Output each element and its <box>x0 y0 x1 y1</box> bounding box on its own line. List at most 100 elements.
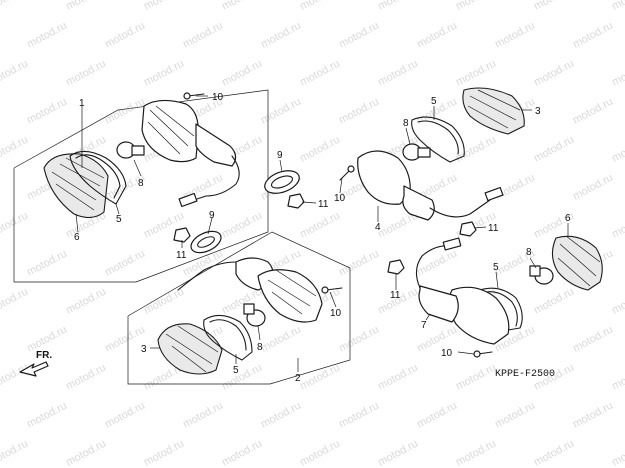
front-direction-arrow <box>19 361 49 377</box>
watermark-text: motod.ru <box>415 248 459 279</box>
watermark-text: motod.ru <box>493 400 537 431</box>
watermark-text: motod.ru <box>337 400 381 431</box>
leader-lines <box>75 95 569 372</box>
watermark-text: motod.ru <box>0 0 30 13</box>
watermark-text: motod.ru <box>142 0 186 13</box>
direction-label: FR. <box>36 350 52 361</box>
housing-7-lower-right <box>415 237 510 345</box>
watermark-text: motod.ru <box>376 58 420 89</box>
watermark-text: motod.ru <box>571 20 615 51</box>
grommet-9-middle <box>190 230 222 254</box>
callout-5-a: 5 <box>116 214 122 225</box>
screw-10-lower-right <box>473 350 493 358</box>
watermark-text: motod.ru <box>25 400 69 431</box>
callout-5-b: 5 <box>233 365 239 376</box>
gasket-5-lower-left <box>203 314 253 361</box>
watermark-text: motod.ru <box>220 58 264 89</box>
watermark-text: motod.ru <box>298 438 342 468</box>
watermark-text: motod.ru <box>532 438 576 468</box>
watermark-text: motod.ru <box>64 438 108 468</box>
watermark-text: motod.ru <box>142 438 186 468</box>
watermark-text: motod.ru <box>454 362 498 393</box>
gasket-5-upper-right <box>411 116 465 163</box>
callout-2: 2 <box>295 373 301 384</box>
watermark-text: motod.ru <box>142 58 186 89</box>
callout-8-a: 8 <box>138 178 144 189</box>
lens-3-upper-right <box>462 87 525 135</box>
callout-labels: 1 10 8 5 6 9 11 9 11 10 8 3 5 2 5 3 8 10… <box>74 92 571 384</box>
watermark-text: motod.ru <box>220 0 264 13</box>
watermark-text: motod.ru <box>415 400 459 431</box>
watermark-text: motod.ru <box>64 0 108 13</box>
grommet-9-upper <box>264 170 300 194</box>
callout-9-b: 9 <box>209 210 215 221</box>
watermark-text: motod.ru <box>64 58 108 89</box>
housing-upper-left <box>141 99 240 208</box>
watermark-text: motod.ru <box>610 210 625 241</box>
bulb-8-upper-right <box>402 143 431 161</box>
gasket-5-upper-left <box>69 150 127 205</box>
watermark-text: motod.ru <box>415 96 459 127</box>
watermark-text: motod.ru <box>220 438 264 468</box>
watermark-text: motod.ru <box>181 20 225 51</box>
watermark-text: motod.ru <box>532 134 576 165</box>
watermark-text: motod.ru <box>454 58 498 89</box>
bulb-8-lower-left <box>243 303 266 327</box>
screw-10-lower-left <box>321 286 343 294</box>
watermark-text: motod.ru <box>610 58 625 89</box>
watermark-text: motod.ru <box>337 248 381 279</box>
watermark-text: motod.ru <box>298 58 342 89</box>
watermark-text: motod.ru <box>571 172 615 203</box>
callout-11-c: 11 <box>488 223 499 234</box>
watermark-text: motod.ru <box>259 400 303 431</box>
watermark-text: motod.ru <box>376 362 420 393</box>
nut-11-upper <box>287 193 305 209</box>
housing-lower-left <box>177 257 323 323</box>
watermark-text: motod.ru <box>571 324 615 355</box>
watermark-text: motod.ru <box>610 134 625 165</box>
callout-8-c: 8 <box>403 118 409 129</box>
bulb-8-upper-left <box>116 141 145 159</box>
screw-10-upper-left <box>183 92 205 100</box>
callout-1: 1 <box>79 98 85 109</box>
watermark-text: motod.ru <box>532 58 576 89</box>
watermark-text: motod.ru <box>376 0 420 13</box>
watermark-text: motod.ru <box>142 286 186 317</box>
watermark-text: motod.ru <box>103 400 147 431</box>
lens-6-upper-left <box>43 153 109 219</box>
watermark-text: motod.ru <box>337 324 381 355</box>
callout-3-a: 3 <box>141 344 147 355</box>
watermark-text: motod.ru <box>493 20 537 51</box>
housing-4-upper-right <box>357 150 504 221</box>
lens-6-lower-right <box>551 235 603 291</box>
nut-11-middle <box>173 227 191 243</box>
watermark-text: motod.ru <box>64 286 108 317</box>
screw-10-upper-right <box>339 165 355 181</box>
callout-3-b: 3 <box>535 106 541 117</box>
watermark-text: motod.ru <box>610 438 625 468</box>
watermark-text: motod.ru <box>25 96 69 127</box>
watermark-text: motod.ru <box>298 362 342 393</box>
watermark-text: motod.ru <box>532 0 576 13</box>
watermark-text: motod.ru <box>0 58 30 89</box>
callout-8-b: 8 <box>257 342 263 353</box>
watermark-text: motod.ru <box>571 400 615 431</box>
callout-6-b: 6 <box>565 213 571 224</box>
callout-5-c: 5 <box>431 96 437 107</box>
watermark-text: motod.ru <box>298 0 342 13</box>
watermark-text: motod.ru <box>0 286 30 317</box>
watermark-text: motod.ru <box>259 324 303 355</box>
callout-5-d: 5 <box>493 262 499 273</box>
watermark-text: motod.ru <box>532 286 576 317</box>
callout-10-a: 10 <box>212 92 224 103</box>
callout-10-b: 10 <box>330 308 342 319</box>
watermark-text: motod.ru <box>103 96 147 127</box>
bulb-8-lower-right <box>529 265 554 285</box>
callout-9-a: 9 <box>277 150 283 161</box>
watermark-text: motod.ru <box>0 134 30 165</box>
callout-7: 7 <box>421 320 427 331</box>
watermark-text: motod.ru <box>64 362 108 393</box>
callout-4: 4 <box>375 222 381 233</box>
